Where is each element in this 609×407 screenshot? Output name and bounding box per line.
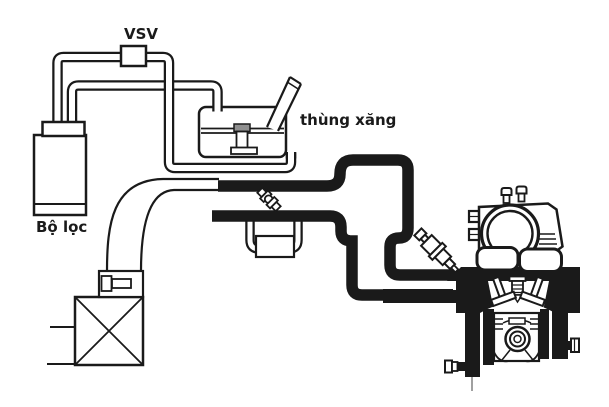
left-mount-bolt: [444, 359, 466, 374]
cylinder-wall-left: [483, 309, 494, 365]
intake-runner-left: [475, 246, 520, 272]
intake-runner-right: [518, 247, 563, 273]
fuel-tank: [197, 76, 302, 159]
charcoal-canister: [32, 120, 88, 217]
check-valve-box: [254, 234, 296, 259]
pipe-canister-to-tank: [66, 80, 223, 122]
fuel-injector: [412, 226, 460, 274]
block-outer-right: [552, 305, 568, 359]
cylinder-wall-right: [540, 309, 549, 359]
label-vsv: VSV: [124, 25, 159, 43]
intake-band-lower: [383, 289, 453, 303]
hose-upper-purge: [218, 154, 468, 281]
right-mount-bolt: [566, 337, 580, 353]
fuel-pump-module: [230, 123, 258, 155]
air-duct-curve: [105, 177, 219, 272]
engine-cross-section: [383, 185, 580, 391]
throttle-top-bolt: [500, 187, 513, 204]
label-canister: Bộ lọc: [36, 218, 88, 236]
vsv-valve-box: [119, 44, 148, 68]
hose-lower-manifold: [212, 210, 390, 301]
exhaust-valve: [518, 275, 547, 308]
throttle-top-bolt: [515, 185, 528, 203]
piston: [492, 311, 541, 363]
pipe-vsv-line: [52, 51, 297, 174]
filler-neck: [266, 76, 302, 132]
air-cleaner: [47, 269, 145, 367]
block-outer-left: [465, 303, 480, 377]
label-fuel-tank: thùng xăng: [300, 111, 397, 129]
intake-valve: [489, 275, 518, 308]
two-way-valve: [256, 186, 282, 213]
